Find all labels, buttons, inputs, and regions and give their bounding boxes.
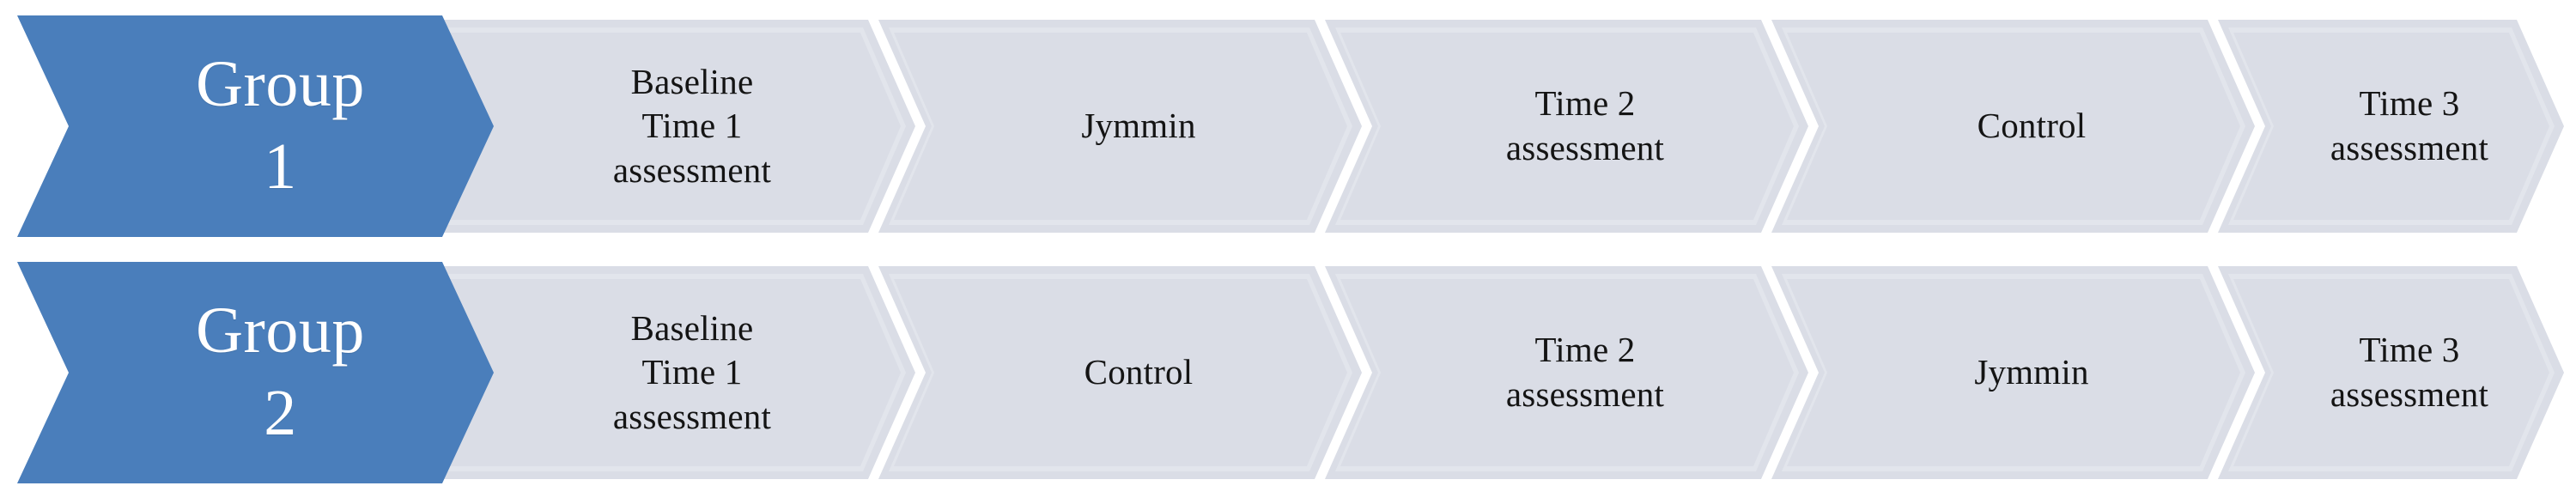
chevron-shape-gray bbox=[1765, 262, 2263, 483]
group-chevron-group-2[interactable]: Group 2 bbox=[17, 262, 494, 483]
chevron-shape-gray bbox=[425, 262, 923, 483]
step-chevron-g2-s5[interactable]: Time 3 assessment bbox=[2211, 262, 2572, 483]
step-chevron-g1-s4[interactable]: Control bbox=[1765, 15, 2263, 237]
chevron-shape-gray bbox=[2211, 262, 2572, 483]
chevron-shape-blue bbox=[17, 15, 494, 237]
step-chevron-g2-s1[interactable]: Baseline Time 1 assessment bbox=[425, 262, 923, 483]
step-chevron-g2-s2[interactable]: Control bbox=[872, 262, 1370, 483]
chevron-shape-gray bbox=[1765, 15, 2263, 237]
chevron-shape-gray bbox=[872, 262, 1370, 483]
step-chevron-g1-s1[interactable]: Baseline Time 1 assessment bbox=[425, 15, 923, 237]
process-flow-row-group-1: Group 1 Baseline Time 1 assessment Jymmi… bbox=[0, 15, 2576, 237]
step-chevron-g1-s3[interactable]: Time 2 assessment bbox=[1318, 15, 1816, 237]
process-flow-row-group-2: Group 2 Baseline Time 1 assessment Contr… bbox=[0, 262, 2576, 483]
chevron-shape-gray bbox=[872, 15, 1370, 237]
group-chevron-group-1[interactable]: Group 1 bbox=[17, 15, 494, 237]
chevron-shape-gray bbox=[1318, 15, 1816, 237]
chevron-shape-gray bbox=[1318, 262, 1816, 483]
step-chevron-g1-s5[interactable]: Time 3 assessment bbox=[2211, 15, 2572, 237]
chevron-shape-blue bbox=[17, 262, 494, 483]
chevron-shape-gray bbox=[2211, 15, 2572, 237]
chevron-shape-gray bbox=[425, 15, 923, 237]
step-chevron-g1-s2[interactable]: Jymmin bbox=[872, 15, 1370, 237]
step-chevron-g2-s4[interactable]: Jymmin bbox=[1765, 262, 2263, 483]
step-chevron-g2-s3[interactable]: Time 2 assessment bbox=[1318, 262, 1816, 483]
